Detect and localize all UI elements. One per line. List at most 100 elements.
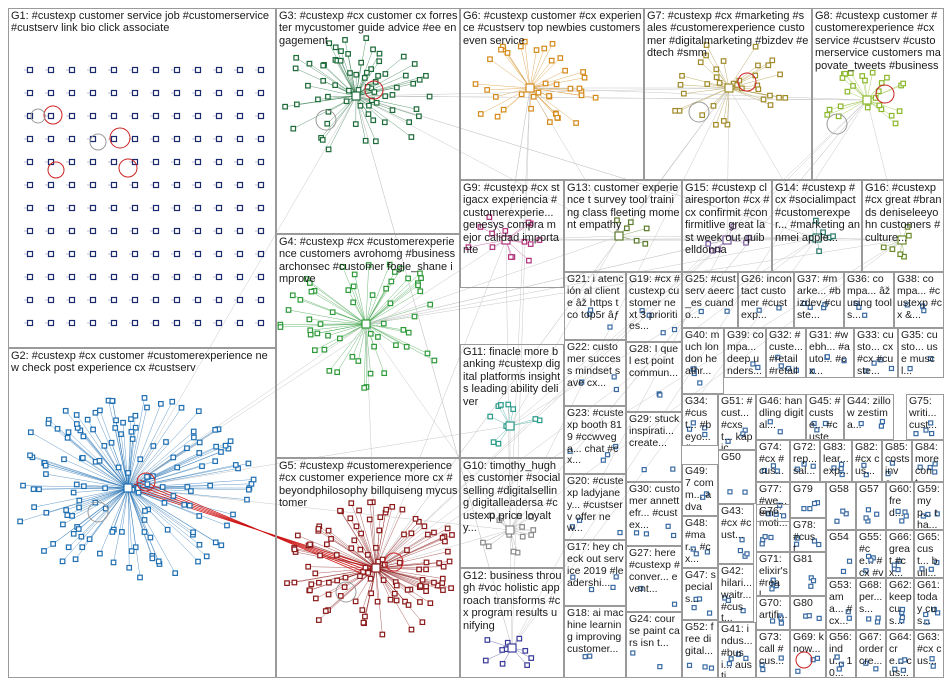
g5-node bbox=[315, 526, 322, 532]
g1-node bbox=[152, 66, 160, 74]
group-panel-g71: G71: elixir's #real... bbox=[756, 552, 790, 596]
small-group-node bbox=[846, 615, 852, 621]
group-label: G31: #webh... #auto... #cx... bbox=[809, 329, 850, 377]
group-label: G83: lear... exp... bbox=[823, 441, 852, 477]
g2-node bbox=[203, 553, 210, 560]
small-group-node bbox=[740, 431, 746, 437]
g7-node bbox=[699, 112, 706, 119]
g3-node bbox=[345, 51, 351, 57]
g1-node bbox=[194, 66, 202, 74]
g1-node bbox=[26, 112, 34, 120]
small-group-node bbox=[874, 511, 880, 517]
cluster-edge bbox=[365, 295, 373, 325]
g5-node bbox=[315, 617, 322, 623]
small-group-node bbox=[920, 513, 926, 519]
g5-node bbox=[324, 541, 330, 548]
g2-node bbox=[20, 482, 26, 489]
cluster-edge bbox=[829, 99, 868, 110]
g1-node bbox=[194, 227, 202, 235]
small-group-node bbox=[657, 392, 663, 398]
cluster-edge bbox=[365, 278, 409, 325]
g1-node bbox=[68, 250, 76, 258]
cluster-edge bbox=[328, 95, 357, 150]
g2-node bbox=[132, 424, 139, 431]
small-group-node bbox=[873, 666, 879, 672]
small-group-node bbox=[693, 551, 699, 557]
g1-node bbox=[152, 158, 160, 166]
group-label: G69: know... bbox=[793, 631, 824, 655]
g1-node bbox=[110, 296, 118, 304]
g5-node bbox=[337, 507, 343, 514]
cluster-edge bbox=[327, 323, 367, 336]
cluster-edge bbox=[529, 57, 561, 89]
group-label: G4: #custexp #cx #customerexperience cus… bbox=[279, 236, 459, 286]
cluster-edge bbox=[127, 487, 141, 578]
group-label: G47: special s... bbox=[685, 569, 716, 605]
group-label: G45: #custse... #custex... bbox=[809, 395, 841, 440]
g6-node bbox=[518, 91, 525, 98]
group-label: G48: #mar... #cx... bbox=[685, 517, 711, 565]
g5-node bbox=[379, 556, 386, 563]
cluster-edge bbox=[82, 457, 129, 489]
group-label: G53: ama... #cx... bbox=[829, 579, 855, 627]
cluster-edge bbox=[127, 487, 132, 552]
cluster-edge bbox=[365, 323, 404, 331]
inter-group-edge bbox=[505, 239, 511, 531]
group-label: G26: incontact customer #custexp... bbox=[741, 273, 792, 321]
small-group-node bbox=[838, 461, 845, 467]
small-group-node bbox=[863, 472, 869, 478]
g4-node bbox=[387, 300, 394, 307]
g1-node bbox=[173, 89, 181, 97]
cluster-edge bbox=[838, 99, 868, 117]
g2-node bbox=[42, 462, 49, 469]
cluster-edge bbox=[127, 487, 153, 559]
group-label: G7: #custexp #cx #marketing #sales #cust… bbox=[647, 10, 809, 60]
small-group-node bbox=[895, 567, 901, 573]
small-group-node bbox=[929, 656, 935, 662]
small-group-node bbox=[778, 620, 784, 626]
g1-node bbox=[236, 250, 244, 258]
g1-node bbox=[152, 204, 160, 212]
small-group-node bbox=[863, 368, 869, 374]
g3-node bbox=[294, 101, 300, 108]
g10-node bbox=[519, 533, 526, 540]
g3-node bbox=[368, 66, 375, 72]
small-group-node bbox=[928, 566, 934, 572]
g2-node bbox=[222, 442, 229, 449]
g9-node bbox=[502, 228, 509, 234]
cluster-edge bbox=[288, 309, 367, 325]
g2-node bbox=[128, 548, 135, 554]
group-label: G34: #cust... #beyo... #cx... bbox=[685, 395, 712, 445]
group-panel-g36: G36: compa... âž using tools... bbox=[844, 272, 894, 328]
g7-node bbox=[752, 43, 759, 50]
g13-node bbox=[642, 240, 649, 247]
small-group-node bbox=[587, 307, 594, 313]
g5-node bbox=[423, 559, 430, 566]
g3-node bbox=[365, 111, 372, 117]
g1-node bbox=[68, 89, 76, 97]
g1-node bbox=[236, 158, 244, 166]
g7-node bbox=[777, 71, 783, 78]
small-group-node bbox=[811, 420, 817, 427]
group-panel-g81: G81 bbox=[790, 552, 826, 596]
small-group-node bbox=[801, 505, 807, 512]
g3-node bbox=[393, 84, 400, 91]
g1-node bbox=[110, 204, 118, 212]
small-group-node bbox=[899, 606, 906, 613]
cluster-edge bbox=[355, 567, 377, 602]
g5-node bbox=[357, 573, 363, 580]
g2-node bbox=[132, 412, 139, 419]
g13-node bbox=[633, 237, 640, 244]
group-panel-g52: G52: free digital... bbox=[682, 620, 718, 678]
g1-node bbox=[194, 181, 202, 189]
g4-node bbox=[393, 342, 399, 349]
g3-hub-node bbox=[351, 91, 361, 101]
inter-group-edge bbox=[618, 235, 818, 239]
group-panel-g85: G85: costs inve... bbox=[882, 440, 912, 482]
small-group-node bbox=[777, 429, 783, 435]
group-panel-g67: G67: ordercre... bbox=[856, 630, 886, 678]
g1-node bbox=[89, 227, 97, 235]
g3-node bbox=[346, 87, 352, 94]
g1-node bbox=[110, 250, 118, 258]
small-group-node bbox=[930, 663, 936, 669]
